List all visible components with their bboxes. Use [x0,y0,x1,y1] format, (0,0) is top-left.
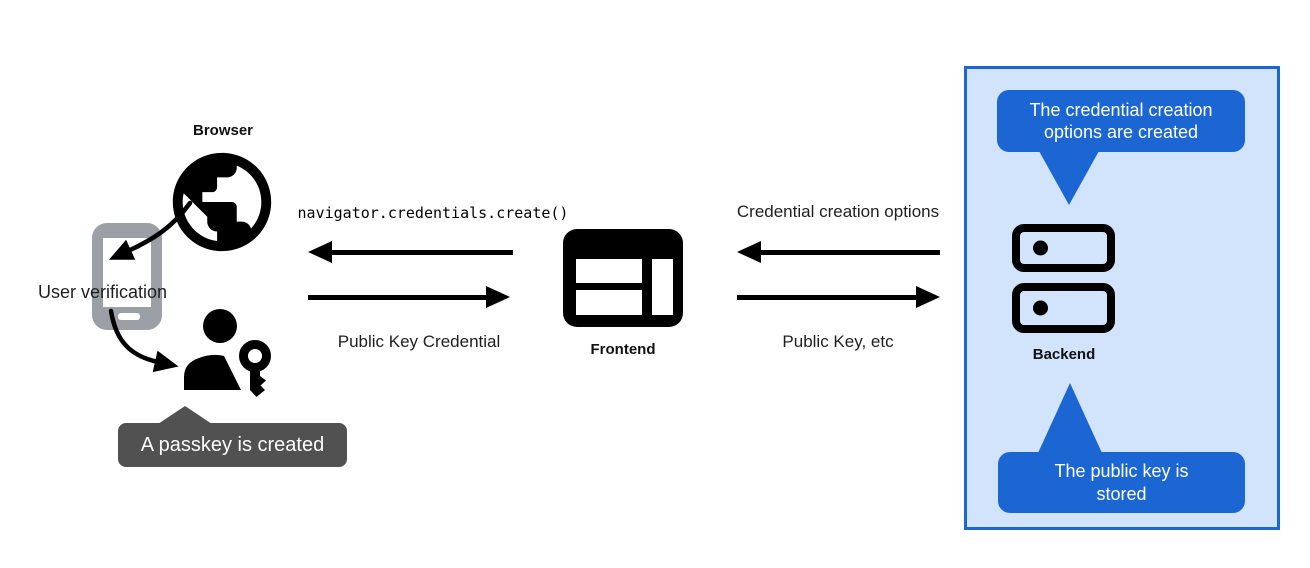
server-unit [1012,224,1115,272]
window-pane [576,290,642,315]
user-verification-label: User verification [38,282,168,302]
arrow-frontend-to-backend [737,286,940,308]
person-key-icon [184,309,271,397]
public-key-credential-label: Public Key Credential [337,332,501,351]
arrow-globe-to-phone [108,200,193,260]
arrow-phone-to-person [108,308,179,373]
options-created-text: The credential creation options are crea… [1029,99,1213,143]
passkey-tooltip-pointer [158,406,212,424]
browser-window-icon [563,229,683,327]
smartphone-icon [92,223,162,330]
backend-label: Backend [1032,346,1096,363]
window-pane [652,259,673,315]
smartphone-slot [118,313,140,320]
arrow-frontend-to-browser [308,241,513,263]
browser-label: Browser [192,122,254,139]
arrow-browser-to-frontend [308,286,510,308]
options-created-bubble-pointer [1039,151,1099,205]
arrow-backend-to-frontend [737,241,940,263]
server-unit [1012,283,1115,333]
navigator-create-label: navigator.credentials.create() [297,204,569,222]
server-led [1033,300,1048,316]
server-led [1033,240,1048,256]
key-stored-bubble: The public key is stored [998,452,1245,513]
frontend-label: Frontend [590,341,656,358]
verification-flow-arrows [108,200,193,373]
globe-icon [172,152,272,252]
key-stored-bubble-pointer [1038,383,1102,453]
window-pane [576,259,642,283]
key-stored-text: The public key is stored [1054,461,1189,504]
server-stack-icon [1012,224,1115,333]
credential-creation-options-label: Credential creation options [736,202,940,221]
options-created-bubble: The credential creation options are crea… [997,90,1245,152]
public-key-etc-label: Public Key, etc [782,332,894,351]
passkey-tooltip-text: A passkey is created [140,433,325,456]
passkey-tooltip: A passkey is created [118,423,347,467]
